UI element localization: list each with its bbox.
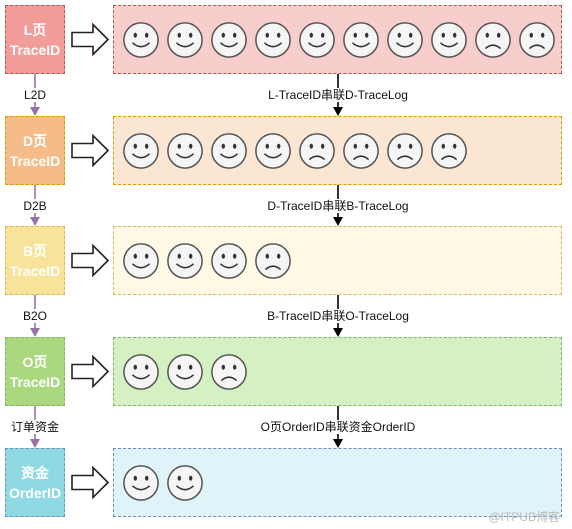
row-tag-title: B页	[22, 242, 48, 259]
row-tag-title: D页	[22, 132, 48, 149]
smiley-face-icon	[123, 353, 159, 390]
smiley-face-icon	[167, 132, 203, 169]
row-tag-title: L页	[23, 21, 47, 38]
smiley-face-icon	[123, 242, 159, 279]
smiley-face-icon	[123, 21, 159, 58]
smiley-face-icon	[211, 132, 247, 169]
smiley-face-icon	[255, 21, 291, 58]
link-label: D-TraceID串联B-TraceLog	[200, 198, 476, 213]
block-arrow	[71, 354, 110, 389]
sad-face-icon	[519, 21, 555, 58]
smiley-face-icon	[167, 353, 203, 390]
row-lane	[113, 116, 562, 185]
row-lane	[113, 337, 562, 406]
row-tag-id: TraceID	[9, 262, 61, 279]
row-tag: B页 TraceID	[5, 226, 65, 295]
hop-arrowhead	[30, 107, 40, 116]
smiley-face-icon	[343, 21, 379, 58]
link-label-text: L-TraceID串联D-TraceLog	[265, 88, 411, 102]
link-label: B-TraceID串联O-TraceLog	[200, 309, 476, 323]
row-tag-id: OrderID	[8, 484, 62, 501]
row-tag-id: TraceID	[9, 41, 61, 58]
block-arrow	[71, 22, 110, 57]
smiley-face-icon	[167, 242, 203, 279]
sad-face-icon	[299, 132, 335, 169]
hop-label: D2B	[0, 198, 70, 213]
link-arrowhead	[333, 439, 343, 448]
smiley-face-icon	[123, 464, 159, 501]
smiley-face-icon	[255, 132, 291, 169]
row-tag-title: O页	[22, 353, 48, 370]
hop-label: L2D	[0, 88, 70, 102]
watermark: @ITPUB博客	[488, 510, 560, 524]
smiley-face-icon	[167, 21, 203, 58]
smiley-face-icon	[431, 21, 467, 58]
smiley-face-icon	[299, 21, 335, 58]
row-lane	[113, 226, 562, 295]
sad-face-icon	[475, 21, 511, 58]
link-label-text: D-TraceID串联B-TraceLog	[264, 198, 412, 213]
hop-arrowhead	[30, 328, 40, 337]
link-arrowhead	[333, 217, 343, 226]
link-label: O页OrderID串联资金OrderID	[200, 420, 476, 434]
sad-face-icon	[387, 132, 423, 169]
link-label: L-TraceID串联D-TraceLog	[200, 88, 476, 102]
row-tag: L页 TraceID	[5, 5, 65, 74]
link-arrowhead	[333, 328, 343, 337]
hop-arrowhead	[30, 217, 40, 226]
link-arrowhead	[333, 107, 343, 116]
row-lane	[113, 5, 562, 74]
row-tag-id: TraceID	[9, 373, 61, 390]
smiley-face-icon	[167, 464, 203, 501]
hop-label: 订单资金	[0, 420, 70, 434]
sad-face-icon	[255, 242, 291, 279]
row-tag-id: TraceID	[9, 152, 61, 169]
link-label-text: O页OrderID串联资金OrderID	[257, 420, 419, 434]
hop-label: B2O	[0, 309, 70, 323]
block-arrow	[71, 465, 110, 500]
row-tag: O页 TraceID	[5, 337, 65, 406]
sad-face-icon	[343, 132, 379, 169]
smiley-face-icon	[211, 21, 247, 58]
row-tag: 资金 OrderID	[5, 448, 65, 517]
block-arrow	[71, 243, 110, 278]
sad-face-icon	[431, 132, 467, 169]
block-arrow	[71, 133, 110, 168]
link-label-text: B-TraceID串联O-TraceLog	[264, 309, 412, 323]
sad-face-icon	[211, 353, 247, 390]
hop-arrowhead	[30, 439, 40, 448]
smiley-face-icon	[387, 21, 423, 58]
row-tag: D页 TraceID	[5, 116, 65, 185]
smiley-face-icon	[211, 242, 247, 279]
row-tag-title: 资金	[21, 464, 49, 481]
row-lane	[113, 448, 562, 517]
smiley-face-icon	[123, 132, 159, 169]
